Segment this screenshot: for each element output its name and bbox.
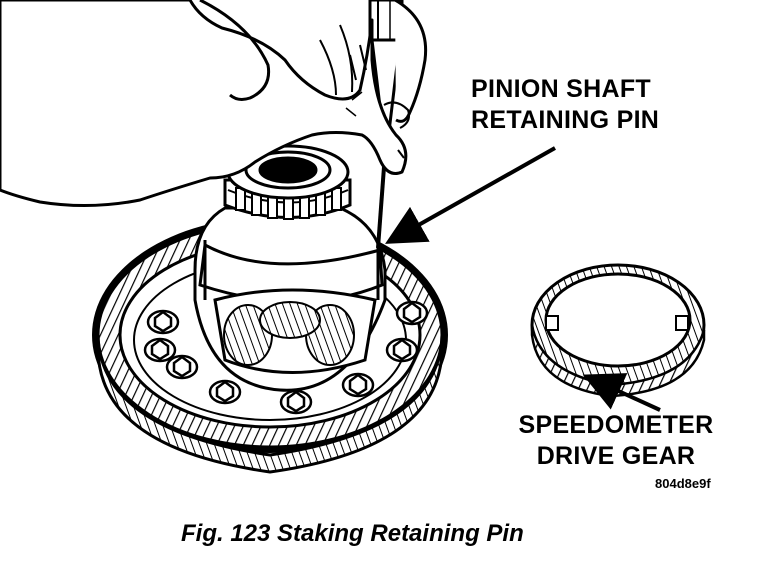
speedometer-label-line2: DRIVE GEAR bbox=[536, 442, 696, 470]
differential-case bbox=[193, 206, 387, 392]
bolt-3 bbox=[165, 354, 199, 380]
ring-gear-bolts bbox=[143, 300, 429, 415]
bolt-7 bbox=[385, 337, 419, 363]
pinion-shaft-label-line2: RETAINING PIN bbox=[471, 106, 660, 134]
hand bbox=[0, 0, 428, 208]
bolt-6 bbox=[341, 372, 375, 398]
image-code: 804d8e9f bbox=[655, 476, 711, 491]
bolt-5 bbox=[279, 389, 313, 415]
pinion-shaft-label-line1: PINION SHAFT bbox=[471, 75, 651, 103]
speedometer-label: SPEEDOMETER DRIVE GEAR bbox=[510, 410, 722, 472]
pinion-shaft-arrow bbox=[385, 146, 556, 244]
bearing bbox=[223, 144, 352, 220]
speedometer-arrow bbox=[582, 373, 661, 412]
speedometer-label-line1: SPEEDOMETER bbox=[518, 411, 714, 439]
bolt-1 bbox=[146, 309, 180, 335]
differential-pinion-gears bbox=[223, 301, 355, 366]
speedometer-drive-gear bbox=[530, 263, 706, 398]
pinion-shaft-label: PINION SHAFT RETAINING PIN bbox=[471, 74, 659, 136]
bolt-4 bbox=[208, 379, 242, 405]
bolt-8 bbox=[395, 300, 429, 326]
bolt-2 bbox=[143, 337, 177, 363]
figure-caption: Fig. 123 Staking Retaining Pin bbox=[181, 520, 524, 547]
